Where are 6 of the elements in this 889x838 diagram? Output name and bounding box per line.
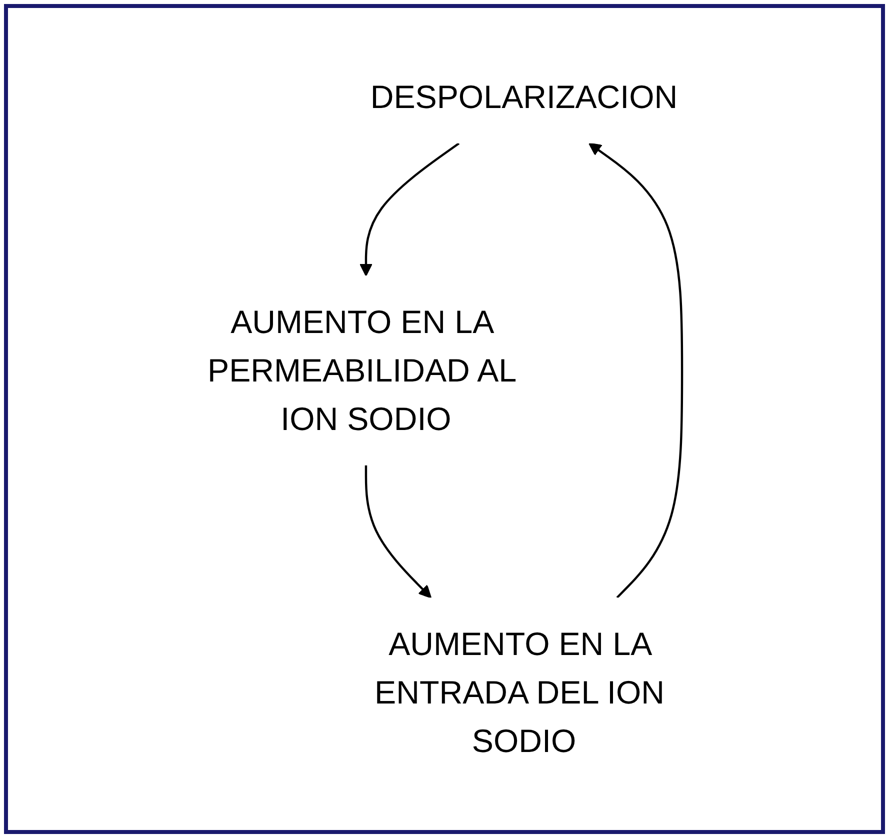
arrow xyxy=(364,465,432,598)
node-text: DESPOLARIZACION xyxy=(370,78,678,116)
node-text: AUMENTO EN LA PERMEABILIDAD AL ION SODIO xyxy=(207,304,515,438)
node-text: AUMENTO EN LA ENTRADA DEL ION SODIO xyxy=(374,626,664,760)
arrow xyxy=(588,142,683,598)
arrow xyxy=(359,142,460,276)
